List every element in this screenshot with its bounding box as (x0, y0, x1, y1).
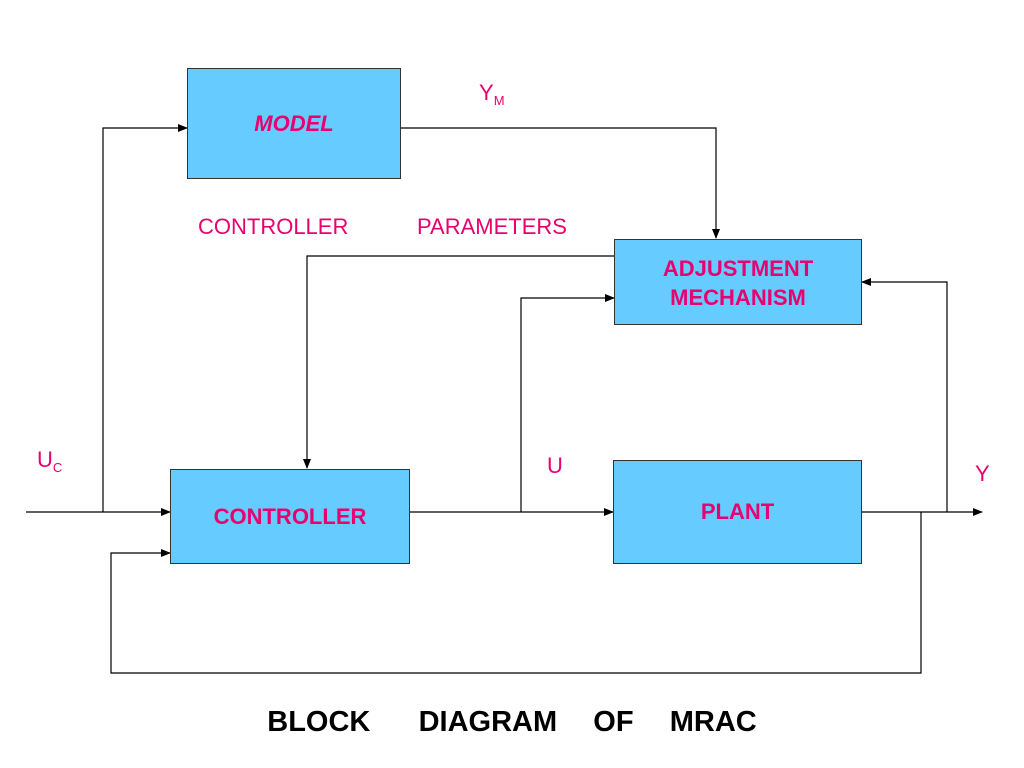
adjustment-mechanism-label: ADJUSTMENT MECHANISM (662, 256, 814, 310)
u-to-adjustment-line (520, 294, 615, 512)
y-feedback-line (110, 512, 922, 674)
controller-parameters-label-2: PARAMETERS (417, 214, 567, 239)
y-to-adjustment-line (861, 278, 948, 512)
diagram-caption: BLOCK DIAGRAM OF MRAC (267, 706, 757, 738)
y-label: Y (975, 461, 990, 486)
u-label: U (547, 453, 563, 478)
plant-label: PLANT (700, 499, 775, 524)
uc-to-model-line (102, 124, 188, 512)
controller-label: CONTROLLER (213, 504, 367, 529)
ym-label: YM (479, 80, 505, 108)
plant-block: PLANT (613, 460, 862, 564)
adjustment-mechanism-block: ADJUSTMENT MECHANISM (614, 239, 862, 325)
model-label: MODEL (254, 111, 334, 136)
uc-label: UC (37, 447, 63, 475)
controller-block: CONTROLLER (170, 469, 410, 564)
controller-parameters-line (303, 255, 614, 469)
ym-line (401, 127, 720, 239)
model-block: MODEL (187, 68, 401, 179)
controller-parameters-label-1: CONTROLLER (198, 214, 349, 239)
